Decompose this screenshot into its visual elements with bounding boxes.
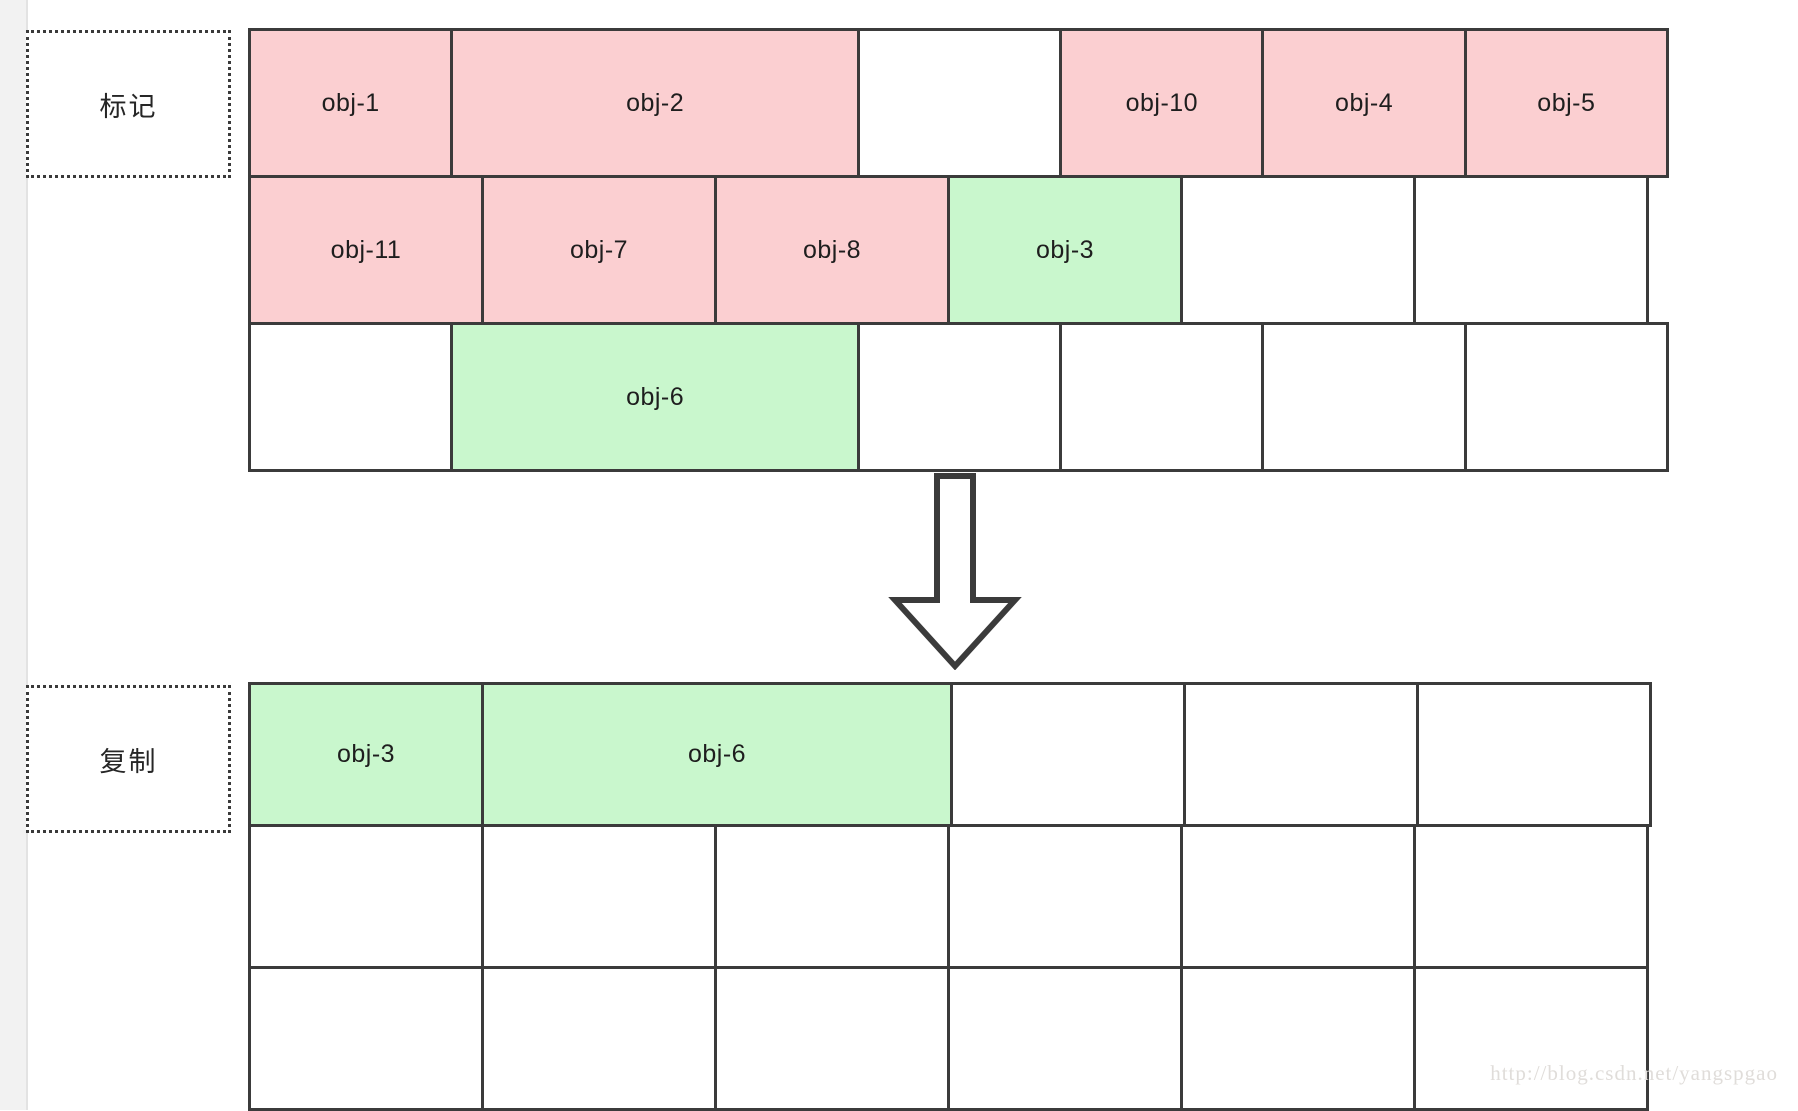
page-gutter [0, 0, 26, 1110]
heap-row: obj-1 obj-2 obj-10 obj-4 obj-5 [248, 28, 1669, 178]
heap-cell-obj-6: obj-6 [481, 682, 953, 827]
heap-cell-empty [1413, 175, 1649, 325]
heap-cell-empty [856, 28, 1063, 178]
heap-cell-empty [1180, 175, 1416, 325]
heap-cell-empty [947, 824, 1183, 969]
heap-cell-empty [1059, 322, 1265, 472]
page-gutter-edge [26, 0, 28, 1110]
heap-cell-label: obj-2 [626, 88, 685, 117]
heap-row [248, 966, 1666, 1111]
heap-row: obj-3 obj-6 [248, 682, 1666, 827]
heap-cell-empty [248, 322, 454, 472]
heap-row: obj-11 obj-7 obj-8 obj-3 [248, 175, 1666, 325]
heap-cell-empty [1180, 824, 1416, 969]
heap-cell-empty [947, 966, 1183, 1111]
heap-cell-empty [1261, 322, 1467, 472]
heap-cell-obj-5: obj-5 [1463, 28, 1669, 178]
heap-cell-empty [248, 966, 484, 1111]
heap-cell-label: obj-3 [1035, 235, 1095, 264]
heap-cell-label: obj-5 [1537, 88, 1596, 117]
heap-cell-label: obj-6 [687, 740, 747, 768]
down-arrow-icon [885, 472, 1025, 671]
phase-label-copy-text: 复制 [99, 746, 158, 778]
heap-cell-label: obj-11 [330, 235, 402, 264]
heap-cell-empty [1183, 682, 1419, 827]
heap-cell-obj-10: obj-10 [1059, 28, 1265, 178]
heap-cell-empty [856, 322, 1063, 472]
heap-cell-label: obj-3 [336, 740, 396, 768]
heap-cell-obj-8: obj-8 [714, 175, 950, 325]
heap-cell-empty [714, 966, 950, 1111]
heap-cell-empty [1413, 824, 1649, 969]
phase-label-mark: 标记 [26, 30, 231, 178]
heap-cell-label: obj-10 [1125, 88, 1199, 117]
heap-cell-obj-11: obj-11 [248, 175, 484, 325]
heap-cell-empty [1413, 966, 1649, 1111]
heap-cell-label: obj-4 [1335, 88, 1394, 117]
heap-cell-empty [1463, 322, 1669, 472]
heap-row [248, 824, 1666, 969]
phase-label-mark-text: 标记 [99, 91, 158, 123]
heap-cell-label: obj-7 [569, 235, 629, 264]
heap-cell-obj-6: obj-6 [450, 322, 860, 472]
heap-cell-label: obj-8 [802, 235, 862, 264]
watermark: http://blog.csdn.net/yangspgao [1490, 1061, 1778, 1085]
heap-cell-obj-4: obj-4 [1261, 28, 1467, 178]
heap-cell-empty [481, 966, 717, 1111]
heap-cell-obj-3: obj-3 [947, 175, 1183, 325]
heap-cell-empty [1180, 966, 1416, 1111]
heap-cell-label: obj-1 [321, 88, 380, 117]
heap-cell-empty [248, 824, 484, 969]
heap-cell-empty [481, 824, 717, 969]
heap-row: obj-6 [248, 322, 1669, 472]
heap-cell-empty [1416, 682, 1652, 827]
copy-phase-heap-grid: obj-3 obj-6 [248, 682, 1666, 1111]
heap-cell-obj-7: obj-7 [481, 175, 717, 325]
heap-cell-empty [714, 824, 950, 969]
phase-label-copy: 复制 [26, 685, 231, 833]
heap-cell-obj-2: obj-2 [450, 28, 860, 178]
heap-cell-empty [950, 682, 1186, 827]
heap-cell-obj-3: obj-3 [248, 682, 484, 827]
heap-cell-obj-1: obj-1 [248, 28, 454, 178]
heap-cell-label: obj-6 [626, 382, 685, 411]
